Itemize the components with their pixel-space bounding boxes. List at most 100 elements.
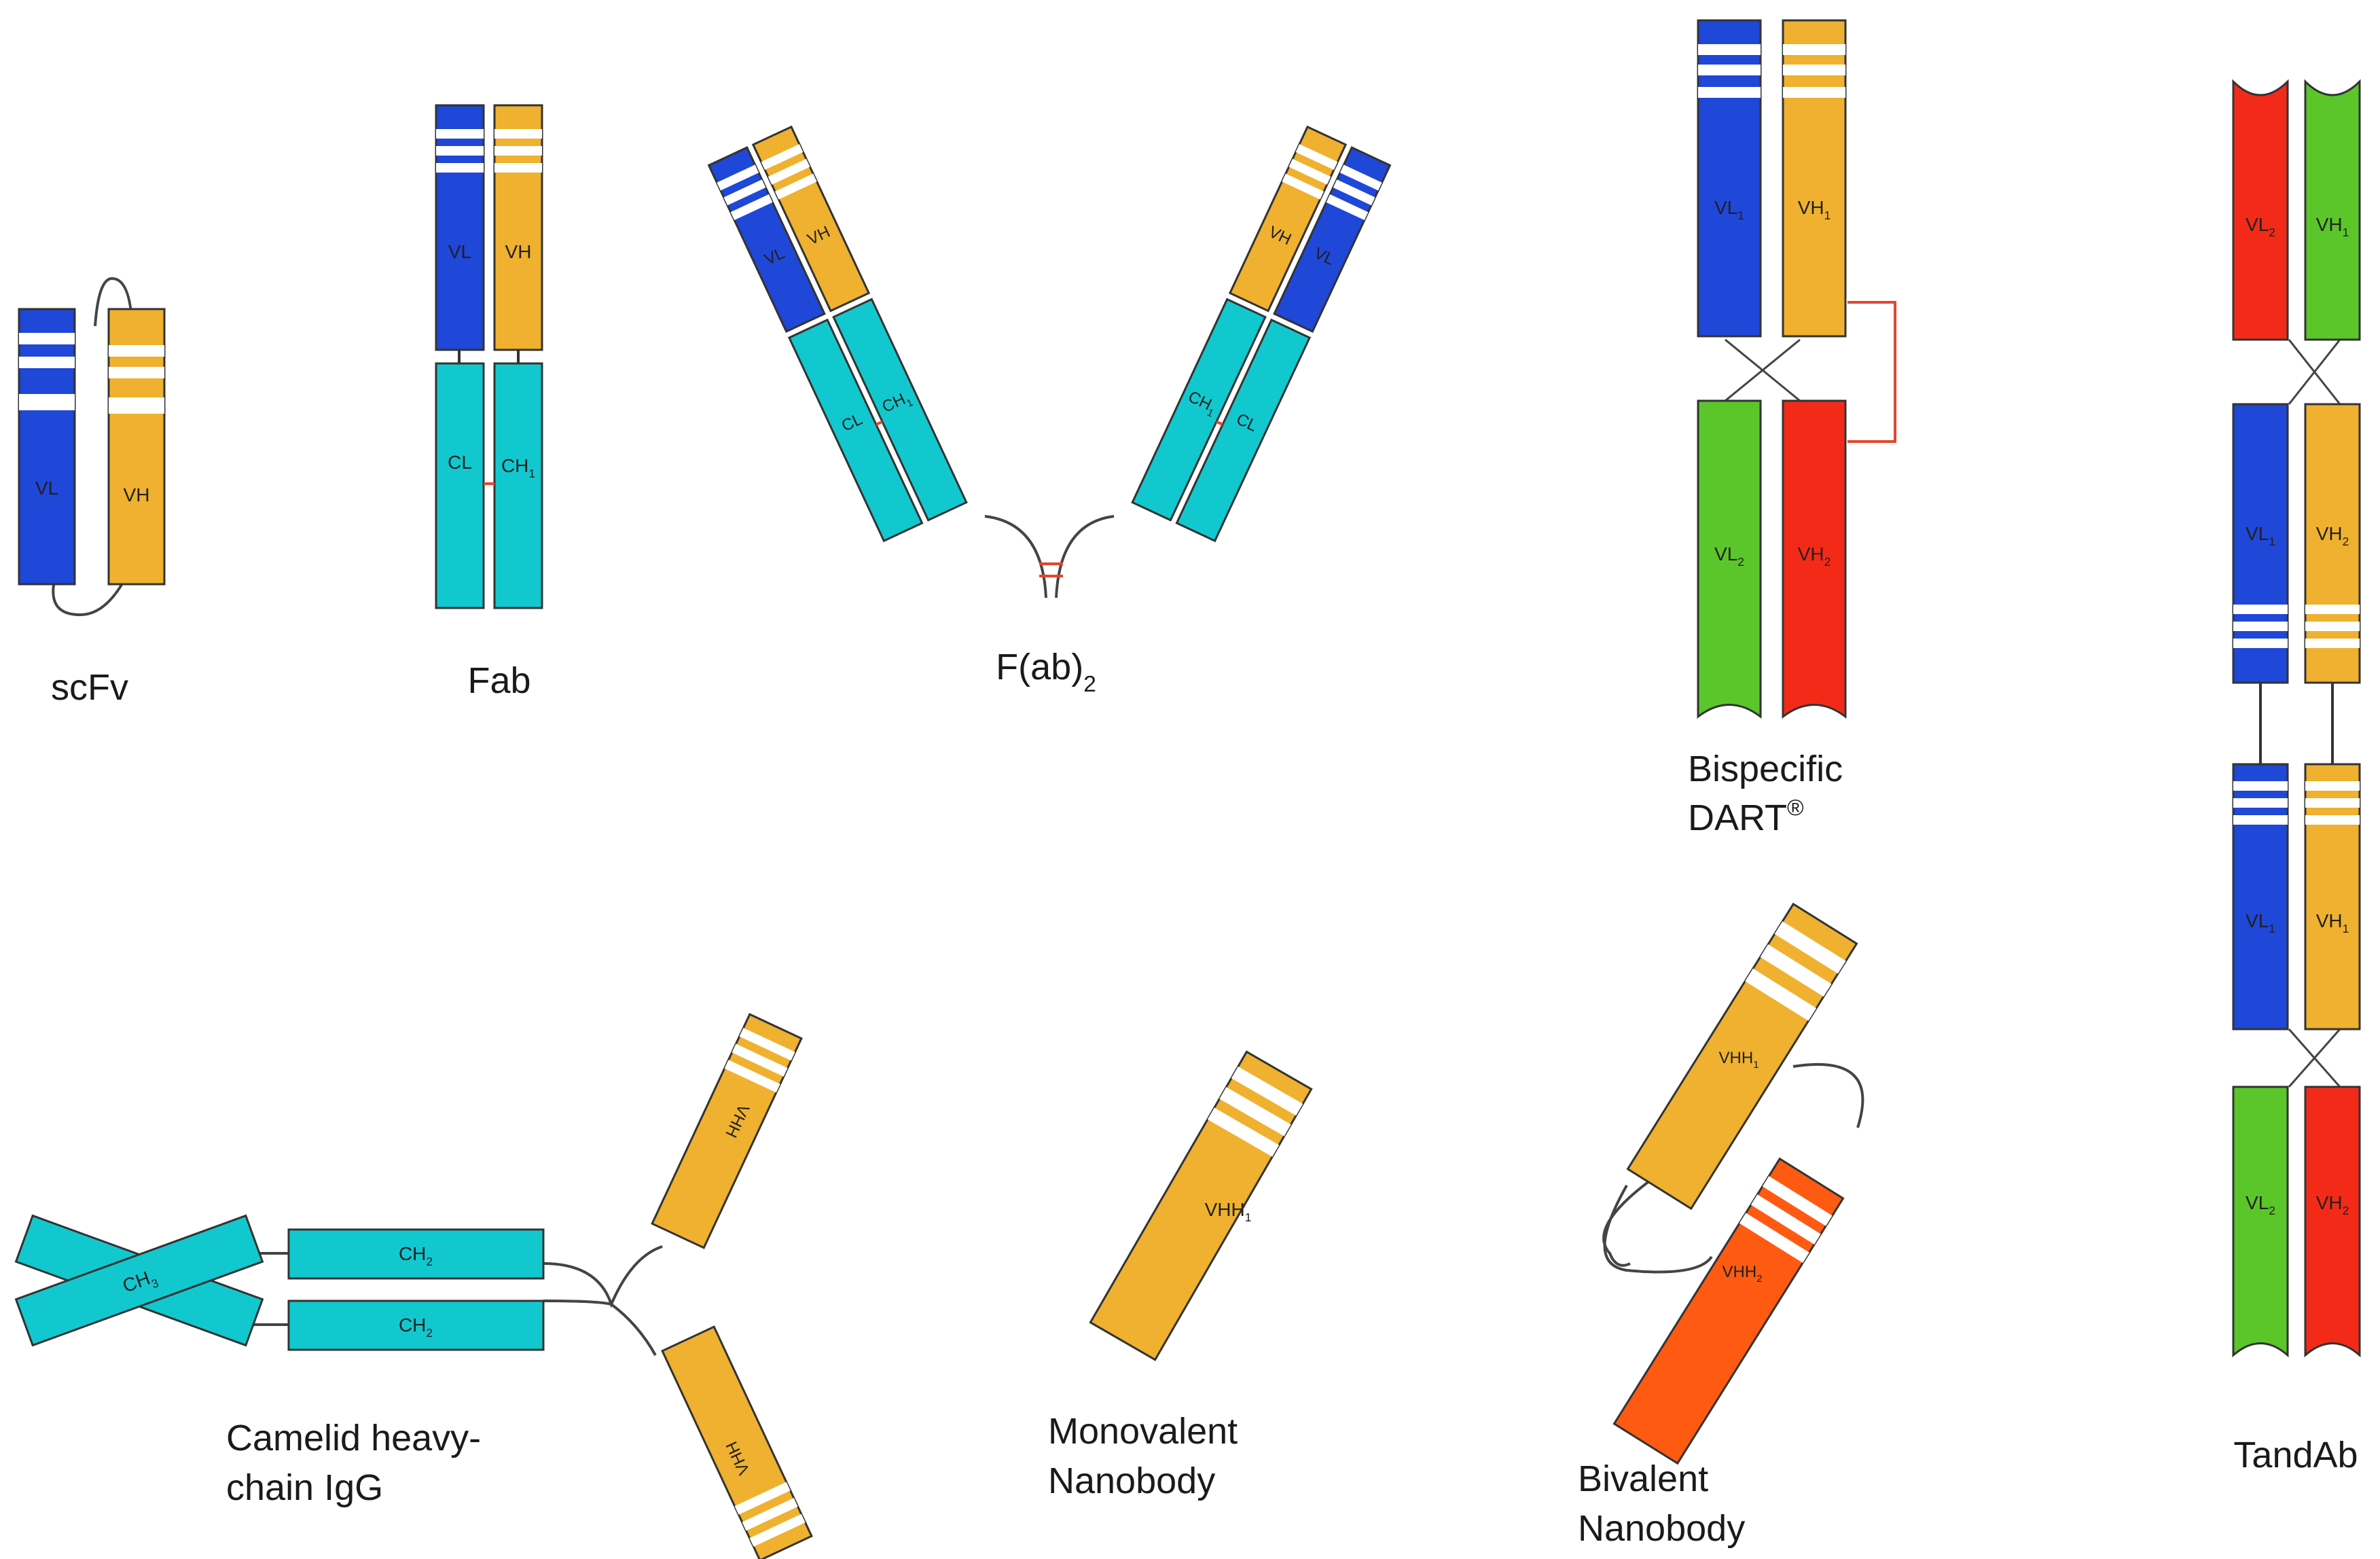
cdr-band xyxy=(2233,798,2288,808)
disulfide-bond xyxy=(1216,420,1223,426)
dart-vh1-label: VH1 xyxy=(1798,197,1831,222)
scfv-format: VL VH scFv xyxy=(18,276,166,708)
cdr-band xyxy=(1698,87,1761,98)
fab2-format: VL VH CL CH1 VH VL CH1 CL F(ab)2 xyxy=(707,125,1392,697)
mono-nanobody-format: VHH1 Monovalent Nanobody xyxy=(1048,1050,1313,1501)
cdr-band xyxy=(1762,1176,1833,1226)
dart-format: VL1 VH1 VL2 VH2 Bispecific DART® xyxy=(1688,19,1896,838)
linker-cross xyxy=(2288,1028,2341,1088)
dart-vl2-label: VL2 xyxy=(1714,543,1744,569)
tandab-vl1-upper-domain xyxy=(2232,403,2289,684)
cdr-band xyxy=(2305,815,2360,825)
tandab-vl2-top-label: VL2 xyxy=(2246,214,2275,239)
scfv-vl-label: VL xyxy=(35,478,58,499)
camelid-vhh-upper-domain: VHH xyxy=(651,1013,803,1249)
mono-caption-line1: Monovalent xyxy=(1048,1411,1238,1452)
bi-vhh1-domain xyxy=(1626,902,1858,1211)
fab-ch1-label: CH1 xyxy=(501,455,535,480)
cdr-band xyxy=(2233,815,2288,825)
bi-caption-line2: Nanobody xyxy=(1578,1508,1745,1549)
cdr-band xyxy=(19,394,75,410)
fab-vh-domain xyxy=(493,104,543,351)
cdr-band xyxy=(19,333,75,344)
fab2-caption: F(ab)2 xyxy=(996,647,1096,697)
cdr-band xyxy=(109,367,164,378)
camelid-caption-line1: Camelid heavy- xyxy=(226,1418,481,1458)
cdr-band xyxy=(1783,65,1845,75)
linker-cross xyxy=(1725,338,1801,402)
cdr-band xyxy=(436,129,484,139)
cdr-band xyxy=(2305,605,2360,614)
cdr-band xyxy=(734,1482,791,1515)
tandab-vl1-lower-label: VL1 xyxy=(2246,910,2275,935)
bi-vhh2-domain xyxy=(1612,1157,1845,1465)
camelid-ch2-lower-domain xyxy=(287,1300,545,1351)
cdr-band xyxy=(749,1513,806,1547)
cdr-band xyxy=(768,158,810,185)
vhh-domain xyxy=(661,1325,813,1559)
tandab-vl2-top-domain xyxy=(2232,79,2289,341)
mono-vhh1-label: VHH1 xyxy=(1205,1199,1252,1224)
tandab-vh1-top-domain xyxy=(2304,79,2361,341)
camelid-ch2-lower-label: CH2 xyxy=(399,1314,433,1340)
cdr-band xyxy=(1783,87,1845,98)
dart-disulfide-bond xyxy=(1847,301,1896,443)
bi-linker xyxy=(1602,1062,1864,1274)
cdr-band xyxy=(2233,605,2288,614)
camelid-ch2-upper-domain xyxy=(287,1228,545,1280)
fab-vl-domain xyxy=(435,104,485,351)
cdr-band xyxy=(732,1043,788,1077)
cdr-band xyxy=(494,129,542,139)
cdr-band xyxy=(494,163,542,173)
cdr-band xyxy=(774,173,817,200)
camelid-vhh-lower-domain: VHH xyxy=(661,1325,813,1559)
scfv-vl-domain xyxy=(18,308,76,586)
dart-caption-line1: Bispecific xyxy=(1688,749,1843,789)
cdr-band xyxy=(1760,944,1832,997)
vhh-domain xyxy=(1612,1157,1845,1465)
cdr-band xyxy=(1774,921,1846,974)
cdr-band xyxy=(742,1498,798,1531)
dart-vh2-domain xyxy=(1782,399,1847,719)
tandab-vh2-bottom-domain xyxy=(2304,1086,2361,1358)
ch3-domain xyxy=(14,1214,264,1347)
cdr-band xyxy=(2305,622,2360,631)
fab2-right-ch1-domain xyxy=(1131,298,1267,522)
linker-cross xyxy=(2288,339,2341,405)
cdr-band xyxy=(1326,194,1369,221)
cdr-band xyxy=(436,163,484,173)
cdr-band xyxy=(109,345,164,357)
disulfide-bond xyxy=(876,420,883,426)
dart-caption-line2: DART® xyxy=(1688,795,1804,838)
fab2-left-arm: VL VH CL CH1 xyxy=(707,125,968,543)
mono-vhh1-domain xyxy=(1089,1050,1313,1361)
fab2-right-arm: VH VL CH1 CL xyxy=(1131,125,1392,543)
cdr-band xyxy=(717,164,759,191)
cdr-band xyxy=(1288,158,1331,185)
cdr-band xyxy=(723,179,766,206)
dart-vl1-label: VL1 xyxy=(1714,197,1744,222)
fab-cl-label: CL xyxy=(448,452,472,473)
fab2-left-ch1-domain xyxy=(832,298,968,522)
cdr-band xyxy=(436,146,484,156)
cdr-band xyxy=(2305,798,2360,808)
tandab-vh2-domain xyxy=(2304,403,2361,684)
camelid-ch3-domain-b: CH3 xyxy=(14,1214,264,1347)
tandab-vh2-label: VH2 xyxy=(2316,523,2349,548)
cdr-band xyxy=(2305,781,2360,791)
tandab-vl2-bottom-label: VL2 xyxy=(2246,1192,2275,1217)
cdr-band xyxy=(2233,639,2288,648)
fab2-left-cl-domain xyxy=(787,318,924,543)
camelid-hinge xyxy=(543,1245,663,1356)
cdr-band xyxy=(730,194,773,221)
cdr-band xyxy=(494,146,542,156)
cdr-band xyxy=(739,1028,795,1061)
tandab-format: VL2 VH1 VL1 VH2 VL1 VH1 VL2 VH2 TandAb xyxy=(2232,79,2361,1475)
bi-nanobody-format: VHH1 VHH2 Bivalent Nanobody xyxy=(1578,902,1864,1549)
cdr-band xyxy=(1339,164,1382,191)
cdr-band xyxy=(1333,179,1375,206)
tandab-vh2-bottom-label: VH2 xyxy=(2316,1192,2349,1217)
tandab-vh1-lower-label: VH1 xyxy=(2316,910,2349,935)
cdr-band xyxy=(1231,1066,1303,1116)
bi-caption-line1: Bivalent xyxy=(1578,1458,1708,1499)
